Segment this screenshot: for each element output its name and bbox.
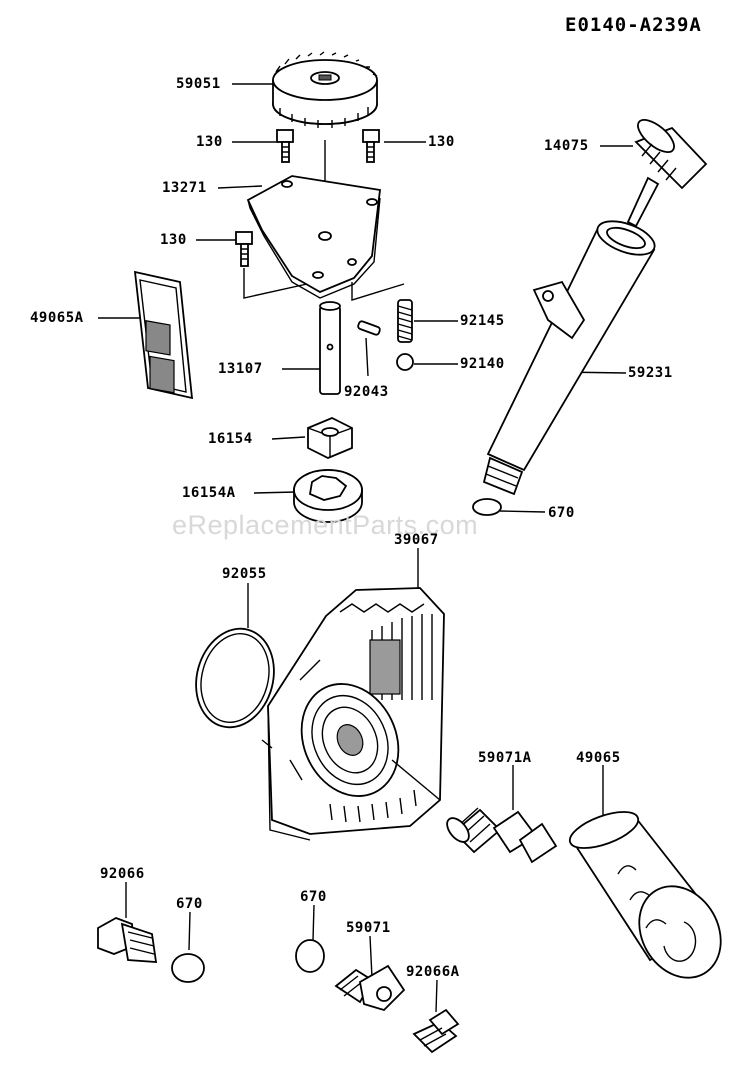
pin-part — [357, 320, 381, 336]
part-label-cover: 39067 — [394, 532, 439, 548]
small-plug-part — [412, 1008, 460, 1054]
large-oring-part — [195, 627, 275, 729]
nipple-part — [446, 807, 558, 864]
part-label-dipstick: 14075 — [544, 138, 589, 154]
part-label-oil-filter: 49065 — [576, 750, 621, 766]
shaft-part — [319, 301, 341, 395]
part-label-plate: 13271 — [162, 180, 207, 196]
part-label-filler-tube: 59231 — [628, 365, 673, 381]
part-label-nipple: 59071A — [478, 750, 532, 766]
bolt-part — [362, 129, 380, 163]
part-label-large-oring: 92055 — [222, 566, 267, 582]
dipstick-part — [626, 119, 708, 228]
gear-part — [272, 51, 378, 128]
part-label-inner-rotor: 16154 — [208, 431, 253, 447]
part-label-bolt-plate: 130 — [160, 232, 187, 248]
part-label-oring-mid: 670 — [300, 889, 327, 905]
pump-plate-part — [246, 175, 381, 299]
watermark: eReplacementParts.com — [172, 510, 479, 540]
part-label-ball: 92140 — [460, 356, 505, 372]
part-label-bolt-right: 130 — [428, 134, 455, 150]
part-label-relief-valve: 59071 — [346, 920, 391, 936]
drain-plug-part — [97, 917, 158, 963]
part-label-oring-left: 670 — [176, 896, 203, 912]
part-label-screen: 49065A — [30, 310, 84, 326]
part-label-pin: 92043 — [344, 384, 389, 400]
cover-part — [261, 587, 445, 841]
filler-tube-part — [482, 220, 656, 496]
oring-part — [295, 939, 325, 973]
screen-part — [133, 270, 194, 400]
part-label-spring: 92145 — [460, 313, 505, 329]
part-label-shaft: 13107 — [218, 361, 263, 377]
part-label-outer-rotor: 16154A — [182, 485, 236, 501]
part-label-bolt-left: 130 — [196, 134, 223, 150]
relief-valve-part — [334, 964, 406, 1012]
oil-filter-part — [568, 811, 722, 979]
part-label-tube-oring: 670 — [548, 505, 575, 521]
outer-rotor-part — [293, 469, 363, 523]
part-label-drain-plug: 92066 — [100, 866, 145, 882]
ball-part — [396, 353, 414, 371]
oring-part — [171, 953, 205, 983]
inner-rotor-part — [307, 417, 353, 459]
spring-part — [397, 299, 413, 343]
bolt-part — [276, 129, 294, 163]
bolt-part — [235, 231, 253, 267]
diagram-code: E0140-A239A — [565, 14, 702, 36]
part-label-gear: 59051 — [176, 76, 221, 92]
part-label-small-plug: 92066A — [406, 964, 460, 980]
oring-part — [472, 498, 502, 516]
